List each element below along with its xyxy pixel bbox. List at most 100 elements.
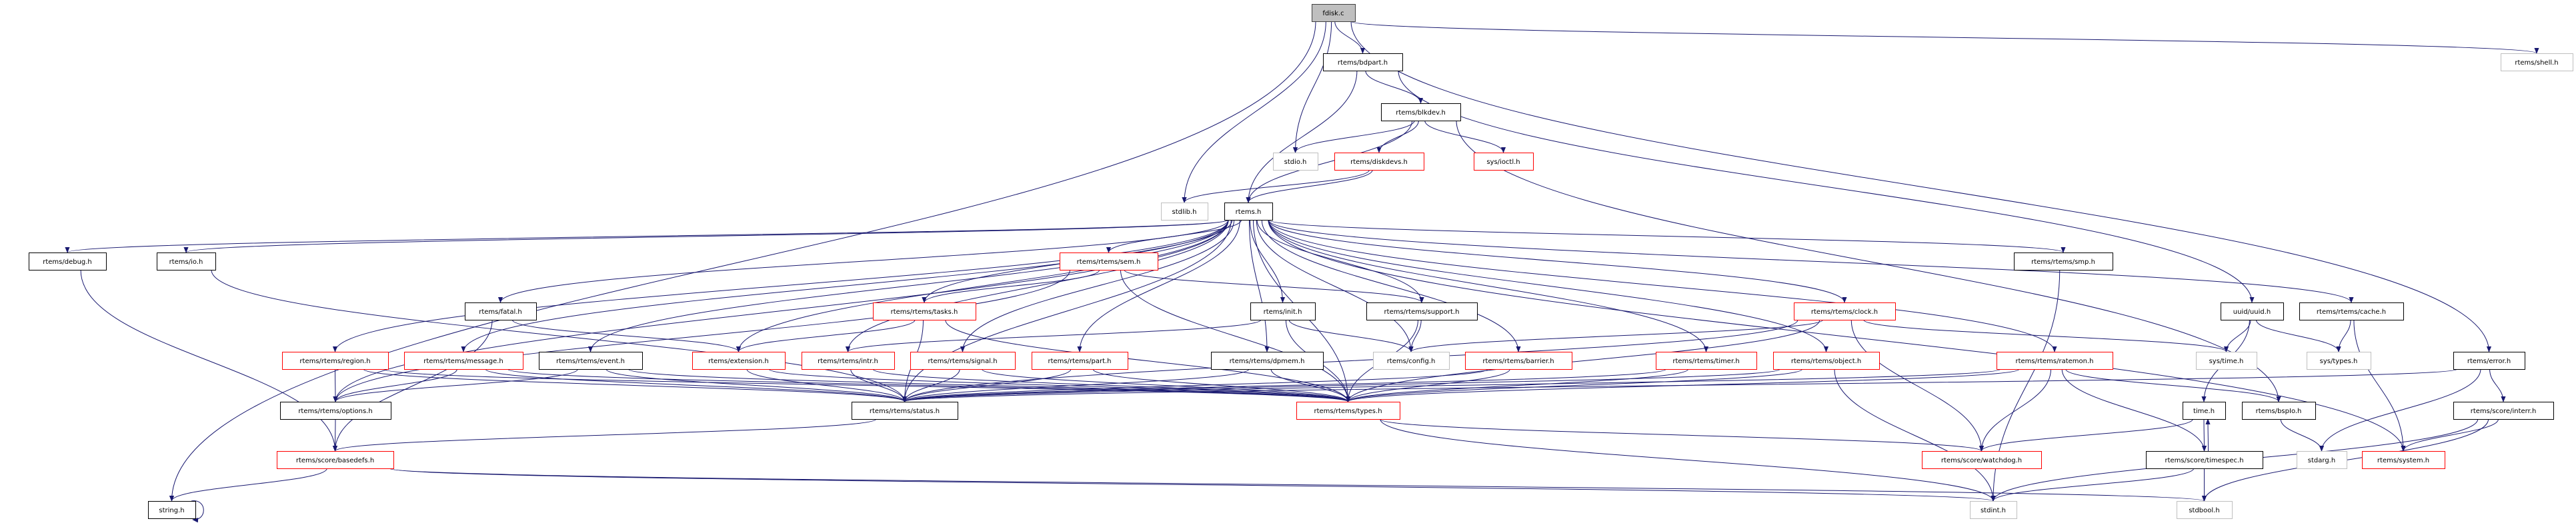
node-diskdevs[interactable]: rtems/diskdevs.h [1334,153,1424,171]
node-string[interactable]: string.h [148,501,196,519]
node-watchdog[interactable]: rtems/score/watchdog.h [1922,451,2042,469]
node-shell[interactable]: rtems/shell.h [2501,53,2573,71]
node-cache[interactable]: rtems/rtems/cache.h [2299,302,2404,320]
node-status[interactable]: rtems/rtems/status.h [852,402,958,420]
node-support[interactable]: rtems/rtems/support.h [1366,302,1478,320]
node-config[interactable]: rtems/config.h [1373,352,1450,370]
node-label: stdlib.h [1172,209,1197,216]
edge-rtems-to-options [333,219,1229,402]
node-systime[interactable]: sys/time.h [2196,352,2257,370]
node-box [2183,402,2226,420]
edge-bdpart-to-uuid [1398,70,2255,303]
node-label: stdio.h [1284,159,1307,166]
edge-sem-to-support [1124,269,1424,303]
edge-object-to-stdint [1834,368,1996,502]
node-label: rtems/system.h [2377,457,2429,464]
node-tasks[interactable]: rtems/rtems/tasks.h [873,302,976,320]
node-basedefs[interactable]: rtems/score/basedefs.h [277,451,394,469]
node-barrier[interactable]: rtems/rtems/barrier.h [1465,352,1572,370]
node-rtems[interactable]: rtems.h [1224,203,1273,221]
node-label: stdbool.h [2189,507,2219,514]
node-bspio[interactable]: rtems/bspIo.h [2242,402,2316,420]
node-part[interactable]: rtems/rtems/part.h [1032,352,1128,370]
node-region[interactable]: rtems/rtems/region.h [282,352,389,370]
node-error[interactable]: rtems/error.h [2453,352,2525,370]
edge-error-to-stdarg [2319,368,2481,452]
node-stdlib[interactable]: stdlib.h [1161,203,1208,221]
node-box [1381,103,1461,121]
node-debug[interactable]: rtems/debug.h [29,253,107,270]
node-options[interactable]: rtems/rtems/options.h [280,402,391,420]
node-interr[interactable]: rtems/score/interr.h [2453,402,2554,420]
node-label: fdisk.c [1322,10,1344,17]
node-label: rtems/rtems/barrier.h [1482,358,1554,365]
node-bdpart[interactable]: rtems/bdpart.h [1323,53,1403,71]
edge-object-to-types [1346,368,1803,402]
node-label: rtems/score/interr.h [2471,408,2537,415]
edge-uuid-to-systime [2223,319,2251,352]
node-intr[interactable]: rtems/rtems/intr.h [802,352,895,370]
edge-object-to-status [902,368,1780,402]
node-init[interactable]: rtems/init.h [1250,302,1316,320]
node-types[interactable]: rtems/rtems/types.h [1296,402,1400,420]
node-object[interactable]: rtems/rtems/object.h [1773,352,1880,370]
edge-dpmem-to-types [1270,368,1351,402]
node-blkdev[interactable]: rtems/blkdev.h [1381,103,1461,121]
edge-io-to-status [211,269,908,402]
node-box [1296,402,1400,420]
node-box [2014,253,2113,270]
node-label: rtems/blkdev.h [1396,109,1446,117]
edge-rtems-to-system [1268,219,2406,452]
node-signal[interactable]: rtems/rtems/signal.h [910,352,1016,370]
edge-types-to-watchdog [1379,418,1984,452]
node-message[interactable]: rtems/rtems/message.h [404,352,523,370]
edge-cache-to-systypes [2336,319,2351,352]
edge-fdisk-to-string [169,21,1316,502]
node-box [873,302,976,320]
node-box [2307,352,2371,370]
node-label: rtems/rtems/types.h [1314,408,1382,415]
node-label: uuid/uuid.h [2233,308,2271,316]
node-box [692,352,786,370]
node-box [2177,501,2233,519]
node-io[interactable]: rtems/io.h [157,253,216,270]
node-uuid[interactable]: uuid/uuid.h [2221,302,2284,320]
node-box [1373,352,1450,370]
node-box [2453,402,2554,420]
node-label: rtems/rtems/clock.h [1811,308,1878,316]
node-extension[interactable]: rtems/extension.h [692,352,786,370]
edge-support-to-config [1408,319,1422,352]
edge-sem-to-types [1120,269,1351,402]
node-timespec[interactable]: rtems/score/timespec.h [2146,451,2263,469]
node-sem[interactable]: rtems/rtems/sem.h [1060,253,1158,270]
node-ioctl[interactable]: sys/ioctl.h [1474,153,1534,171]
node-stdarg[interactable]: stdarg.h [2297,451,2347,469]
node-event[interactable]: rtems/rtems/event.h [539,352,643,370]
node-clock[interactable]: rtems/rtems/clock.h [1794,302,1896,320]
node-box [1224,203,1273,221]
node-system[interactable]: rtems/system.h [2362,451,2445,469]
edge-barrier-to-types [1345,368,1510,402]
node-box [2146,451,2263,469]
node-fdisk[interactable]: fdisk.c [1312,4,1356,22]
node-timer[interactable]: rtems/rtems/timer.h [1656,352,1757,370]
node-smp[interactable]: rtems/rtems/smp.h [2014,253,2113,270]
node-label: sys/time.h [2209,358,2244,365]
edge-rtems-to-object [1268,219,1829,352]
edge-rtems-to-ratemon [1268,219,2057,352]
edge-timespec-to-time [2205,418,2211,452]
node-box [1161,203,1208,221]
edge-rtems-to-status [902,219,1232,402]
node-ratemon[interactable]: rtems/rtems/ratemon.h [1997,352,2113,370]
node-fatal[interactable]: rtems/fatal.h [465,302,537,320]
node-dpmem[interactable]: rtems/rtems/dpmem.h [1211,352,1324,370]
node-time[interactable]: time.h [2183,402,2226,420]
node-systypes[interactable]: sys/types.h [2307,352,2371,370]
node-stdint[interactable]: stdint.h [1970,501,2017,519]
node-stdbool[interactable]: stdbool.h [2177,501,2233,519]
nodes-layer: fdisk.c rtems/bdpart.h rtems/shell.h rtems/… [29,4,2573,519]
node-stdio[interactable]: stdio.h [1273,153,1318,171]
node-box [465,302,537,320]
edge-tasks-to-extension [736,319,916,352]
edge-rtems-to-io [183,219,1229,253]
